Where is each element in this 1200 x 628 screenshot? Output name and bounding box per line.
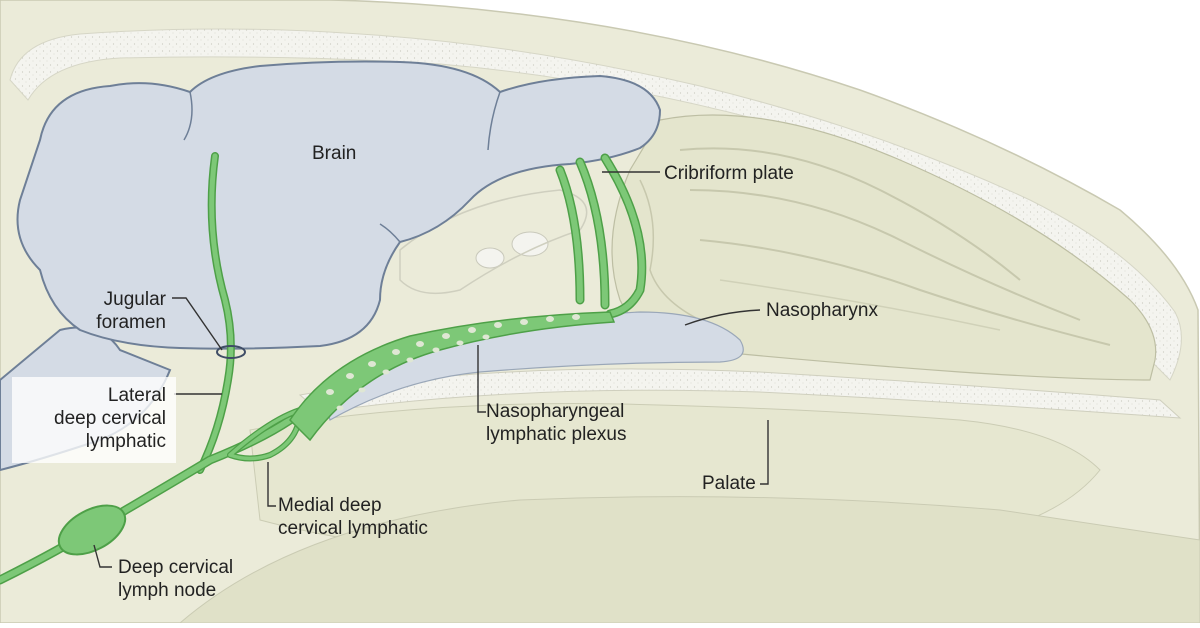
- deep-cervical-lymph-node: [57, 504, 127, 556]
- brain: [16, 60, 662, 350]
- label-palate: Palate: [702, 473, 756, 494]
- label-medial-line1: Medial deep: [278, 495, 382, 516]
- label-medial-line2: cervical lymphatic: [278, 518, 428, 539]
- label-jugular-foramen-line1: Jugular: [103, 289, 166, 310]
- leader-lines: [93, 171, 769, 568]
- label-node-line1: Deep cervical: [118, 557, 234, 578]
- label-lateral-line2: deep cervical: [54, 408, 166, 429]
- nasopharyngeal-plexus: [289, 311, 616, 442]
- label-lateral-line3: lymphatic: [85, 431, 166, 452]
- label-nasopharyngeal-lymphatic-plexus: Nasopharyngeal lymphatic plexus: [486, 400, 626, 446]
- label-node-line2: lymph node: [118, 580, 217, 601]
- jugular-foramen-ring: [216, 345, 246, 359]
- label-lateral-line1: Lateral: [107, 385, 166, 406]
- label-jugular-foramen: Jugular foramen: [60, 288, 166, 334]
- label-deep-cervical-lymph-node: Deep cervical lymph node: [118, 556, 233, 602]
- label-jugular-foramen-line2: foramen: [96, 312, 166, 333]
- label-nasopharynx: Nasopharynx: [766, 300, 878, 321]
- lymphatic-vessels: [0, 152, 647, 585]
- lateral-label-backdrop: [12, 377, 176, 463]
- label-medial-deep-cervical-lymphatic: Medial deep cervical lymphatic: [278, 494, 428, 540]
- label-plexus-line2: lymphatic plexus: [486, 424, 627, 445]
- label-lateral-deep-cervical-lymphatic: Lateral deep cervical lymphatic: [14, 384, 166, 453]
- plexus-holes: [326, 314, 580, 411]
- label-cribriform-plate: Cribriform plate: [664, 163, 794, 184]
- palate-bone: [298, 368, 1182, 419]
- label-plexus-line1: Nasopharyngeal: [486, 401, 625, 422]
- label-brain: Brain: [312, 143, 357, 164]
